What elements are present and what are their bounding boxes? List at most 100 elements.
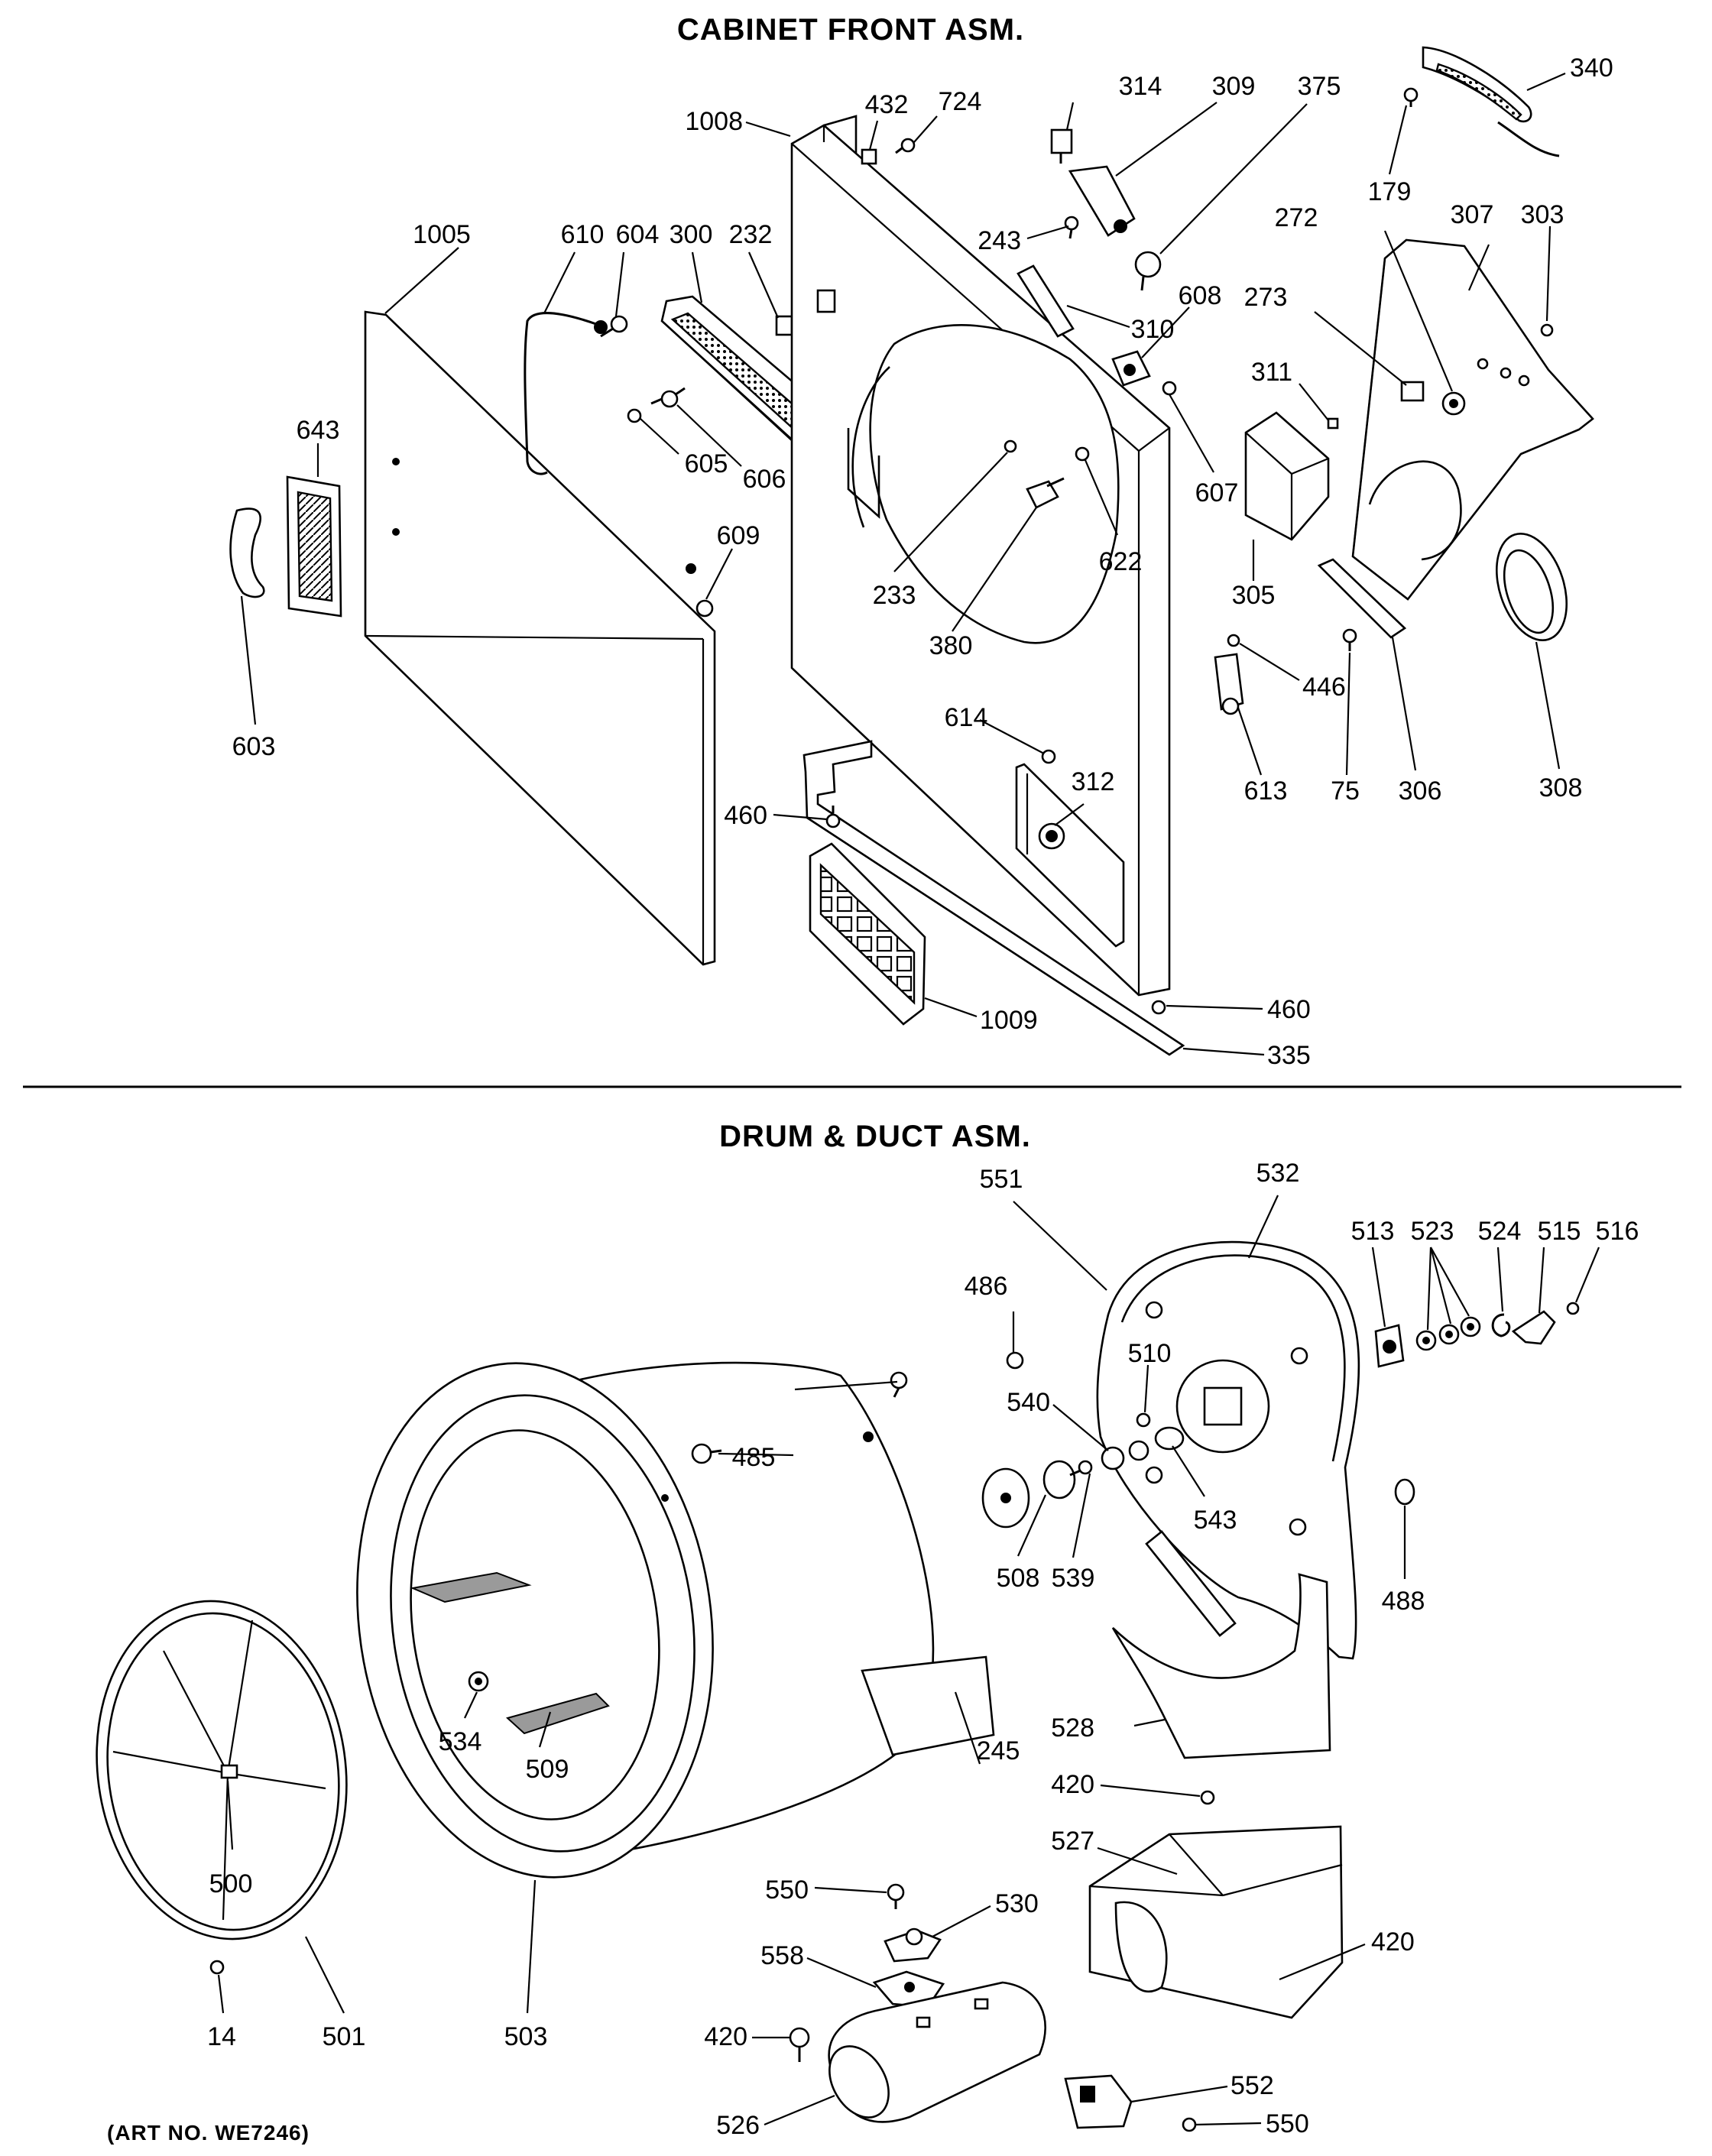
callout-516: 516	[1596, 1217, 1639, 1246]
callout-420-c: 420	[704, 2022, 747, 2051]
heater-shield-528	[1111, 1573, 1331, 1759]
screw-243	[1064, 216, 1079, 239]
callout-503: 503	[504, 2022, 548, 2051]
callout-610: 610	[561, 220, 605, 249]
shaft-539	[1069, 1460, 1093, 1477]
door-switch-375	[1134, 251, 1162, 291]
screw-550-b	[1182, 2117, 1197, 2132]
rear-bulkhead-551	[1096, 1240, 1360, 1660]
callout-532: 532	[1256, 1159, 1300, 1188]
plug-488	[1394, 1478, 1415, 1506]
hinge-613	[1214, 653, 1244, 715]
callout-75: 75	[1331, 776, 1360, 806]
washer-540-b	[1128, 1440, 1149, 1461]
callout-724: 724	[939, 87, 982, 116]
switch-button-312	[1038, 822, 1065, 850]
callout-510: 510	[1128, 1339, 1172, 1368]
latch-strike-608	[1111, 350, 1151, 387]
callout-460-b: 460	[1267, 995, 1311, 1024]
callout-540: 540	[1007, 1388, 1050, 1417]
bumper-609	[686, 563, 714, 618]
callout-488: 488	[1382, 1587, 1425, 1616]
callout-420-a: 420	[1051, 1770, 1094, 1799]
callout-14: 14	[207, 2022, 236, 2051]
thermostat-272	[1441, 391, 1466, 416]
gasket-strip-310	[1016, 264, 1075, 338]
washers-523	[1415, 1316, 1481, 1351]
callout-530: 530	[995, 1889, 1039, 1918]
callout-179: 179	[1368, 177, 1412, 206]
callout-528: 528	[1051, 1713, 1094, 1743]
callout-550-a: 550	[765, 1876, 809, 1905]
callout-551: 551	[980, 1165, 1023, 1194]
callout-603: 603	[232, 732, 276, 761]
screw-724	[895, 138, 916, 154]
callout-306: 306	[1399, 776, 1442, 806]
screw-233	[1004, 439, 1017, 453]
callout-335: 335	[1267, 1041, 1311, 1070]
clip-311	[1327, 417, 1339, 430]
callout-523: 523	[1411, 1217, 1454, 1246]
callout-613: 613	[1244, 776, 1288, 806]
callout-233: 233	[873, 581, 916, 610]
callout-232: 232	[729, 220, 773, 249]
callout-643: 643	[297, 416, 340, 445]
screw-420-c	[789, 2027, 810, 2062]
callout-604: 604	[616, 220, 660, 249]
vent-grille-643	[286, 475, 342, 618]
washer-607	[1162, 381, 1177, 396]
screw-75	[1342, 628, 1357, 651]
callout-460-a: 460	[724, 801, 767, 830]
callout-1005: 1005	[413, 220, 471, 249]
section-title-drum: DRUM & DUCT ASM.	[719, 1120, 1031, 1153]
callout-605: 605	[685, 449, 728, 478]
door-panel-1005	[364, 310, 716, 966]
bushing-543	[1154, 1426, 1185, 1451]
cabinet-front-panel-1008	[790, 115, 1171, 997]
washer-516	[1566, 1302, 1580, 1315]
screw-420-a	[1200, 1790, 1215, 1805]
callout-380: 380	[929, 631, 973, 660]
screw-614	[1041, 749, 1056, 764]
callout-314: 314	[1119, 72, 1162, 101]
bracket-558	[872, 1970, 945, 2008]
callout-446: 446	[1302, 673, 1346, 702]
insulation-pad-245	[861, 1655, 995, 1756]
clip-232	[775, 315, 793, 336]
screw-510	[1136, 1412, 1151, 1428]
callout-622: 622	[1099, 547, 1143, 576]
heater-duct-527	[1088, 1825, 1344, 2019]
hinge-pin-606	[650, 387, 686, 408]
bearing-plate-513	[1374, 1324, 1405, 1368]
callout-375: 375	[1298, 72, 1341, 101]
drum-gasket-501	[96, 1600, 348, 1940]
callout-311: 311	[1251, 358, 1292, 387]
callout-272: 272	[1275, 203, 1318, 232]
callout-526: 526	[716, 2111, 760, 2140]
toe-panel-335	[802, 740, 1185, 1056]
thermostat-530	[884, 1927, 942, 1963]
wire-harness-610	[524, 312, 597, 475]
callout-308: 308	[1539, 773, 1583, 802]
callout-524: 524	[1478, 1217, 1522, 1246]
door-catch-380	[1026, 477, 1065, 509]
callout-550-b: 550	[1266, 2109, 1309, 2138]
screw-179	[1403, 87, 1419, 107]
screw-460-b	[1151, 1000, 1166, 1015]
screw-303	[1540, 323, 1554, 337]
callout-312: 312	[1072, 767, 1115, 796]
callout-305: 305	[1232, 581, 1276, 610]
drum-duct-assembly	[96, 1240, 1580, 2132]
callout-543: 543	[1194, 1506, 1237, 1535]
baffle-clip-534	[468, 1671, 489, 1692]
washer-446	[1227, 634, 1240, 647]
cover-305	[1244, 411, 1330, 541]
screw-550-a	[887, 1883, 905, 1909]
cabinet-front-assembly	[229, 46, 1594, 1056]
callout-608: 608	[1179, 281, 1222, 310]
callout-552: 552	[1230, 2071, 1274, 2100]
drum-bearing-508	[981, 1460, 1076, 1529]
callout-501: 501	[323, 2022, 366, 2051]
